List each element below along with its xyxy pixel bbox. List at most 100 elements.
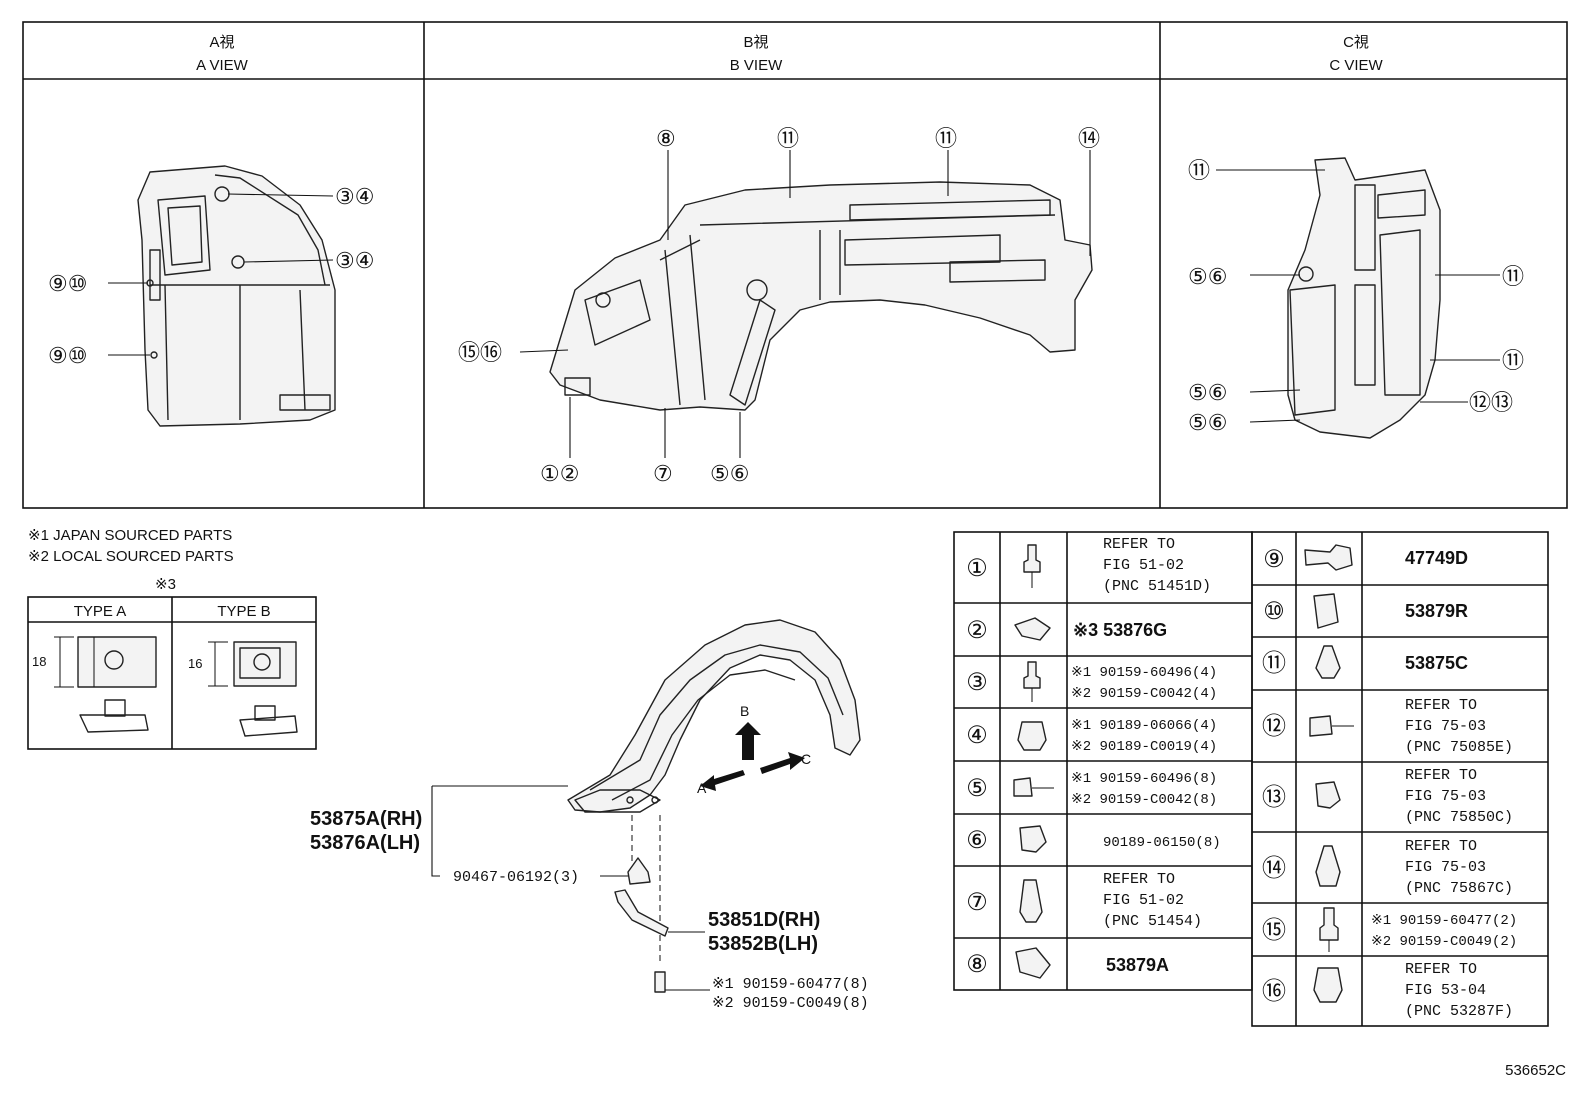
callout-11: ⑪ xyxy=(935,126,957,151)
part-line: REFER TO xyxy=(1405,961,1477,978)
part-line: REFER TO xyxy=(1405,697,1477,714)
fastener-icons-right xyxy=(1304,544,1354,1003)
callout-5-6: ⑤⑥ xyxy=(1188,410,1227,435)
a-view-title-ja: A視 xyxy=(209,34,234,51)
callout-9-10: ⑨⑩ xyxy=(48,343,87,368)
note-local-sourced: ※2 LOCAL SOURCED PARTS xyxy=(28,548,234,565)
callout-11: ⑪ xyxy=(1502,348,1524,373)
bracket-lh-part: 53852B(LH) xyxy=(708,933,818,955)
table-left-parts: REFER TO FIG 51-02 (PNC 51451D) ※3 53876… xyxy=(1071,536,1221,975)
c-view-title-en: C VIEW xyxy=(1329,57,1383,74)
row-num: ⑯ xyxy=(1262,978,1286,1005)
callout-11: ⑪ xyxy=(1502,264,1524,289)
type-b-dimension: 16 xyxy=(188,656,202,671)
part-line: (PNC 75867C) xyxy=(1405,880,1513,897)
part-line: ※2 90159-C0042(4) xyxy=(1071,686,1217,702)
part-line: ※1 90189-06066(4) xyxy=(1071,718,1217,734)
part-line: 53875C xyxy=(1405,653,1468,673)
callout-11: ⑪ xyxy=(1188,158,1210,183)
row-num: ④ xyxy=(966,722,988,749)
part-line: (PNC 51451D) xyxy=(1103,578,1211,595)
c-view-title-ja: C視 xyxy=(1343,34,1369,51)
view-headers: A視 A VIEW B視 B VIEW C視 C VIEW xyxy=(196,34,1383,74)
row-num: ⑧ xyxy=(966,951,988,978)
part-line: REFER TO xyxy=(1103,536,1175,553)
c-view-callouts: ⑪ ⑤⑥ ⑤⑥ ⑤⑥ ⑪ ⑪ ⑫⑬ xyxy=(1188,158,1524,435)
table-right-parts: 47749D 53879R 53875C REFER TO FIG 75-03 … xyxy=(1371,548,1517,1020)
callout-3-4: ③④ xyxy=(335,184,374,209)
callout-5-6: ⑤⑥ xyxy=(710,461,749,486)
row-num: ① xyxy=(966,555,988,582)
liner-rh-part: 53875A(RH) xyxy=(310,808,422,830)
fender-liner-drawing: B C A xyxy=(431,619,861,993)
sourcing-notes: ※1 JAPAN SOURCED PARTS ※2 LOCAL SOURCED … xyxy=(28,527,234,593)
nut-type-box: TYPE A TYPE B 18 16 xyxy=(27,596,317,750)
callout-5-6: ⑤⑥ xyxy=(1188,380,1227,405)
callout-7: ⑦ xyxy=(653,461,673,486)
part-line: ※2 90189-C0019(4) xyxy=(1071,739,1217,755)
b-view-title-en: B VIEW xyxy=(730,57,783,74)
part-line: REFER TO xyxy=(1405,838,1477,855)
bracket-rh-part: 53851D(RH) xyxy=(708,909,820,931)
part-line: FIG 75-03 xyxy=(1405,718,1486,735)
screw-japan-part: ※1 90159-60477(8) xyxy=(712,976,869,993)
row-num: ② xyxy=(966,617,988,644)
part-line: REFER TO xyxy=(1405,767,1477,784)
arrow-c-label: C xyxy=(801,751,811,767)
part-line: FIG 51-02 xyxy=(1103,557,1184,574)
row-num: ⑫ xyxy=(1262,713,1286,740)
part-line: ※2 90159-C0042(8) xyxy=(1071,792,1217,808)
row-num: ⑮ xyxy=(1262,917,1286,944)
row-num: ⑪ xyxy=(1262,650,1286,677)
row-num: ⑤ xyxy=(966,775,988,802)
part-line: ※2 90159-C0049(2) xyxy=(1371,934,1517,950)
clip-part: 90467-06192(3) xyxy=(453,869,579,886)
type-b-label: TYPE B xyxy=(217,603,270,620)
part-line: (PNC 75085E) xyxy=(1405,739,1513,756)
type-a-dimension: 18 xyxy=(32,654,46,669)
views-frame xyxy=(22,21,1568,509)
screw-local-part: ※2 90159-C0049(8) xyxy=(712,995,869,1012)
callout-15-16: ⑮⑯ xyxy=(458,340,502,365)
fastener-icons-left xyxy=(1013,544,1054,979)
figure-id: 536652C xyxy=(1505,1062,1566,1079)
part-line: (PNC 51454) xyxy=(1103,913,1202,930)
b-view-drawing xyxy=(519,150,1093,458)
part-line: REFER TO xyxy=(1103,871,1175,888)
callout-14: ⑭ xyxy=(1078,126,1100,151)
a-view-title-en: A VIEW xyxy=(196,57,249,74)
part-line: FIG 75-03 xyxy=(1405,788,1486,805)
part-line: FIG 75-03 xyxy=(1405,859,1486,876)
callout-1-2: ①② xyxy=(540,461,579,486)
row-num: ⑩ xyxy=(1263,598,1285,625)
row-num: ⑦ xyxy=(966,889,988,916)
a-view-callouts: ③④ ③④ ⑨⑩ ⑨⑩ xyxy=(48,184,374,368)
callout-11: ⑪ xyxy=(777,126,799,151)
part-line: FIG 51-02 xyxy=(1103,892,1184,909)
part-line: (PNC 75850C) xyxy=(1405,809,1513,826)
part-line: ※1 90159-60496(4) xyxy=(1071,665,1217,681)
main-view-labels: 53875A(RH) 53876A(LH) 90467-06192(3) 538… xyxy=(310,808,869,1012)
part-line: 90189-06150(8) xyxy=(1103,835,1221,851)
callout-5-6: ⑤⑥ xyxy=(1188,264,1227,289)
part-line: ※1 90159-60477(2) xyxy=(1371,913,1517,929)
part-line: ※1 90159-60496(8) xyxy=(1071,771,1217,787)
callout-9-10: ⑨⑩ xyxy=(48,271,87,296)
arrow-b-label: B xyxy=(740,703,749,719)
part-line: 47749D xyxy=(1405,548,1468,568)
row-num: ⑥ xyxy=(966,827,988,854)
note-3-mark: ※3 xyxy=(155,576,176,593)
table-left-numbers: ① ② ③ ④ ⑤ ⑥ ⑦ ⑧ xyxy=(966,555,988,978)
fastener-table-right xyxy=(1251,531,1549,1027)
callout-12-13: ⑫⑬ xyxy=(1469,390,1513,415)
c-view-drawing xyxy=(1216,157,1500,439)
b-view-callouts: ①② ⑦ ⑤⑥ ⑧ ⑪ ⑪ ⑭ ⑮⑯ xyxy=(458,126,1100,486)
part-line: 53879A xyxy=(1106,955,1169,975)
row-num: ⑬ xyxy=(1262,784,1286,811)
row-num: ⑭ xyxy=(1262,855,1286,882)
note-japan-sourced: ※1 JAPAN SOURCED PARTS xyxy=(28,527,232,544)
type-a-label: TYPE A xyxy=(74,603,127,620)
part-line: ※3 53876G xyxy=(1073,620,1167,640)
table-right-numbers: ⑨ ⑩ ⑪ ⑫ ⑬ ⑭ ⑮ ⑯ xyxy=(1262,546,1286,1005)
